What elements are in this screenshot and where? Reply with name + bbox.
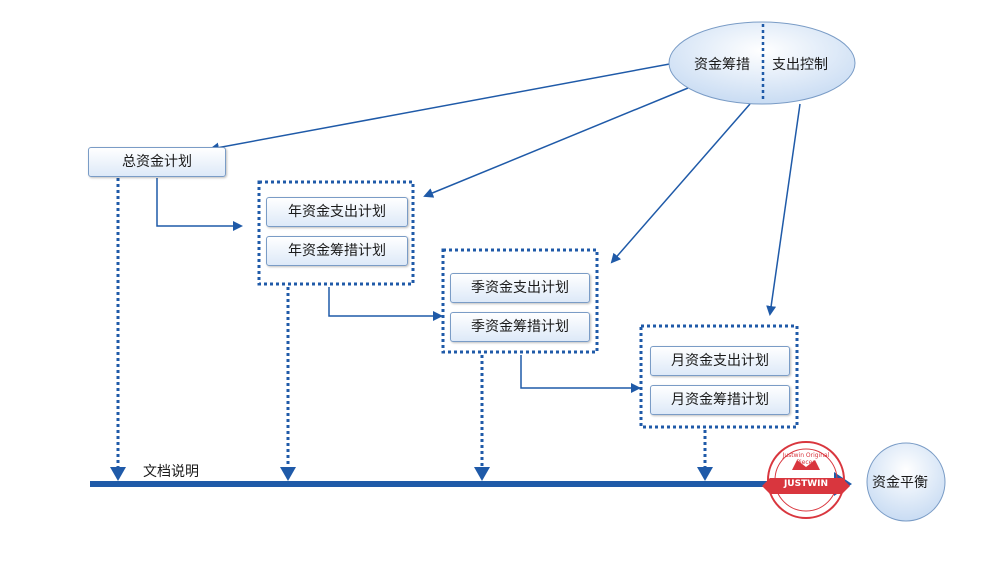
justwin-stamp	[762, 441, 850, 519]
baseline-label: 文档说明	[143, 464, 199, 480]
monthly-funding-plan-box: 月资金筹措计划	[650, 385, 790, 415]
monthly-expense-plan-box: 月资金支出计划	[650, 346, 790, 376]
quarterly-expense-plan-box: 季资金支出计划	[450, 273, 590, 303]
arrow-to-quarterly	[610, 103, 751, 264]
expense-control-label: 支出控制	[772, 57, 828, 73]
arrowhead-quarterly	[474, 467, 490, 481]
arrowhead-annual	[280, 467, 296, 481]
quarterly-funding-plan-box: 季资金筹措计划	[450, 312, 590, 342]
funding-label: 资金筹措	[694, 57, 750, 73]
monthly-group-frame	[639, 324, 799, 429]
annual-funding-plan-box: 年资金筹措计划	[266, 236, 408, 266]
quarterly-group-frame	[441, 248, 599, 354]
arrow-to-annual	[423, 87, 689, 198]
stamp-badge-text: JUSTWIN	[783, 479, 829, 489]
fund-balance-label: 资金平衡	[872, 475, 928, 491]
arrow-to-total-plan	[209, 62, 676, 153]
total-fund-plan-box: 总资金计划	[88, 147, 226, 177]
arrowhead-monthly	[697, 467, 713, 481]
elbow-quarterly-to-monthly	[520, 355, 641, 393]
elbow-total-to-annual	[156, 178, 243, 231]
arrow-to-monthly	[766, 103, 801, 316]
annual-expense-plan-box: 年资金支出计划	[266, 197, 408, 227]
arrowhead-total	[110, 467, 126, 481]
stamp-ring-text: Justwin Original Pieces	[782, 452, 830, 466]
annual-group-frame	[257, 180, 415, 286]
balance-circle	[866, 442, 946, 522]
elbow-annual-to-quarterly	[328, 287, 443, 321]
